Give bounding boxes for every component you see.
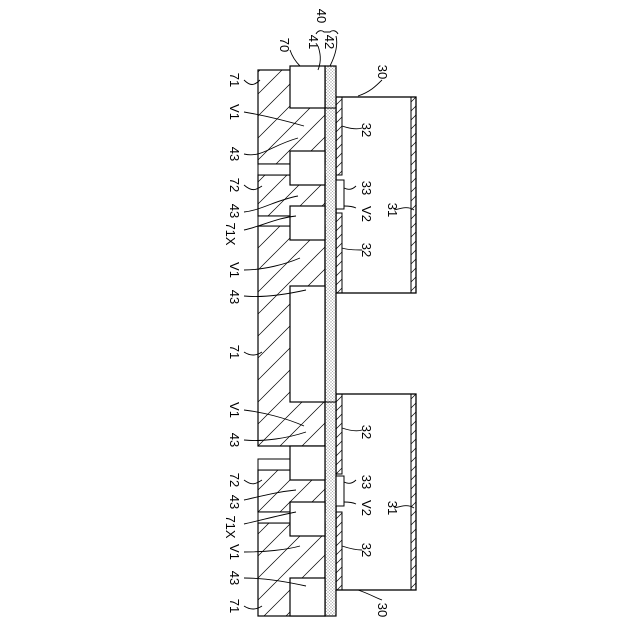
label-32-a: 32 [359, 123, 374, 137]
label-30-bot: 30 [375, 603, 390, 617]
label-40: 40 [314, 9, 329, 23]
label-32-c: 32 [359, 425, 374, 439]
layer-42 [325, 66, 336, 616]
layer-31-top [411, 97, 416, 293]
brace-40 [316, 31, 338, 34]
label-71-top: 71 [227, 73, 242, 87]
layer-32-b [336, 213, 342, 293]
label-31-bot: 31 [385, 501, 400, 515]
label-71-mid: 71 [227, 345, 242, 359]
label-70: 70 [277, 38, 292, 52]
label-41: 41 [306, 35, 321, 49]
layer-32-d [336, 512, 342, 590]
layer-31-bottom [411, 394, 416, 590]
label-32-d: 32 [359, 543, 374, 557]
label-33-top: 33 [359, 181, 374, 195]
label-43-c: 43 [227, 290, 242, 304]
label-71x-bot: 71X [223, 515, 238, 538]
label-v1-d: V1 [227, 544, 242, 560]
label-30-top: 30 [375, 65, 390, 79]
label-v1-a: V1 [227, 104, 242, 120]
chip-30-bottom [336, 394, 416, 590]
label-32-b: 32 [359, 243, 374, 257]
label-43-d: 43 [227, 433, 242, 447]
label-43-a: 43 [227, 147, 242, 161]
label-43-e: 43 [227, 495, 242, 509]
layer-32-c [336, 394, 342, 474]
label-42: 42 [322, 35, 337, 49]
label-43-f: 43 [227, 571, 242, 585]
chip-30-top [336, 97, 416, 293]
electrode-33-bottom [336, 476, 344, 506]
label-v2-bot: V2 [359, 500, 374, 516]
label-71-bot: 71 [227, 599, 242, 613]
label-72-top: 72 [227, 178, 242, 192]
label-72-bot: 72 [227, 473, 242, 487]
label-71x-top: 71X [223, 222, 238, 245]
electrode-33-top [336, 180, 344, 209]
label-v1-c: V1 [227, 402, 242, 418]
label-33-bot: 33 [359, 475, 374, 489]
label-v1-b: V1 [227, 262, 242, 278]
label-31-top: 31 [385, 203, 400, 217]
label-43-b: 43 [227, 204, 242, 218]
label-v2-top: V2 [359, 206, 374, 222]
layer-32-a [336, 97, 342, 175]
